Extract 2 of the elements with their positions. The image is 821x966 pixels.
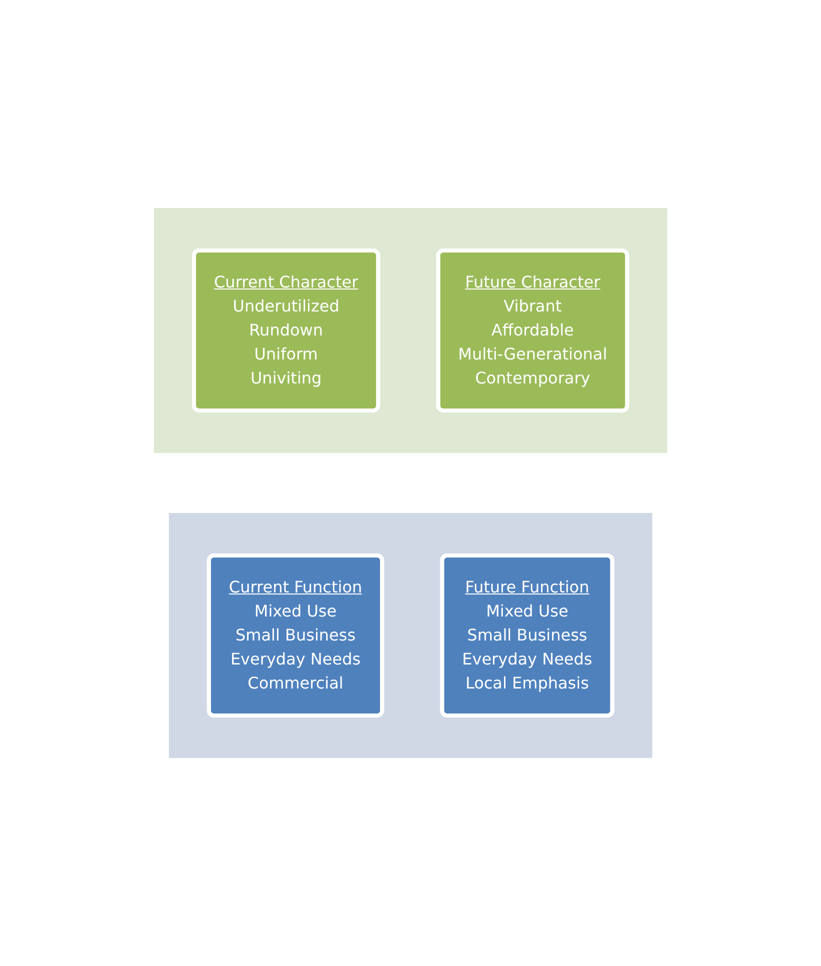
cluster (154, 208, 668, 453)
cluster (168, 513, 652, 758)
